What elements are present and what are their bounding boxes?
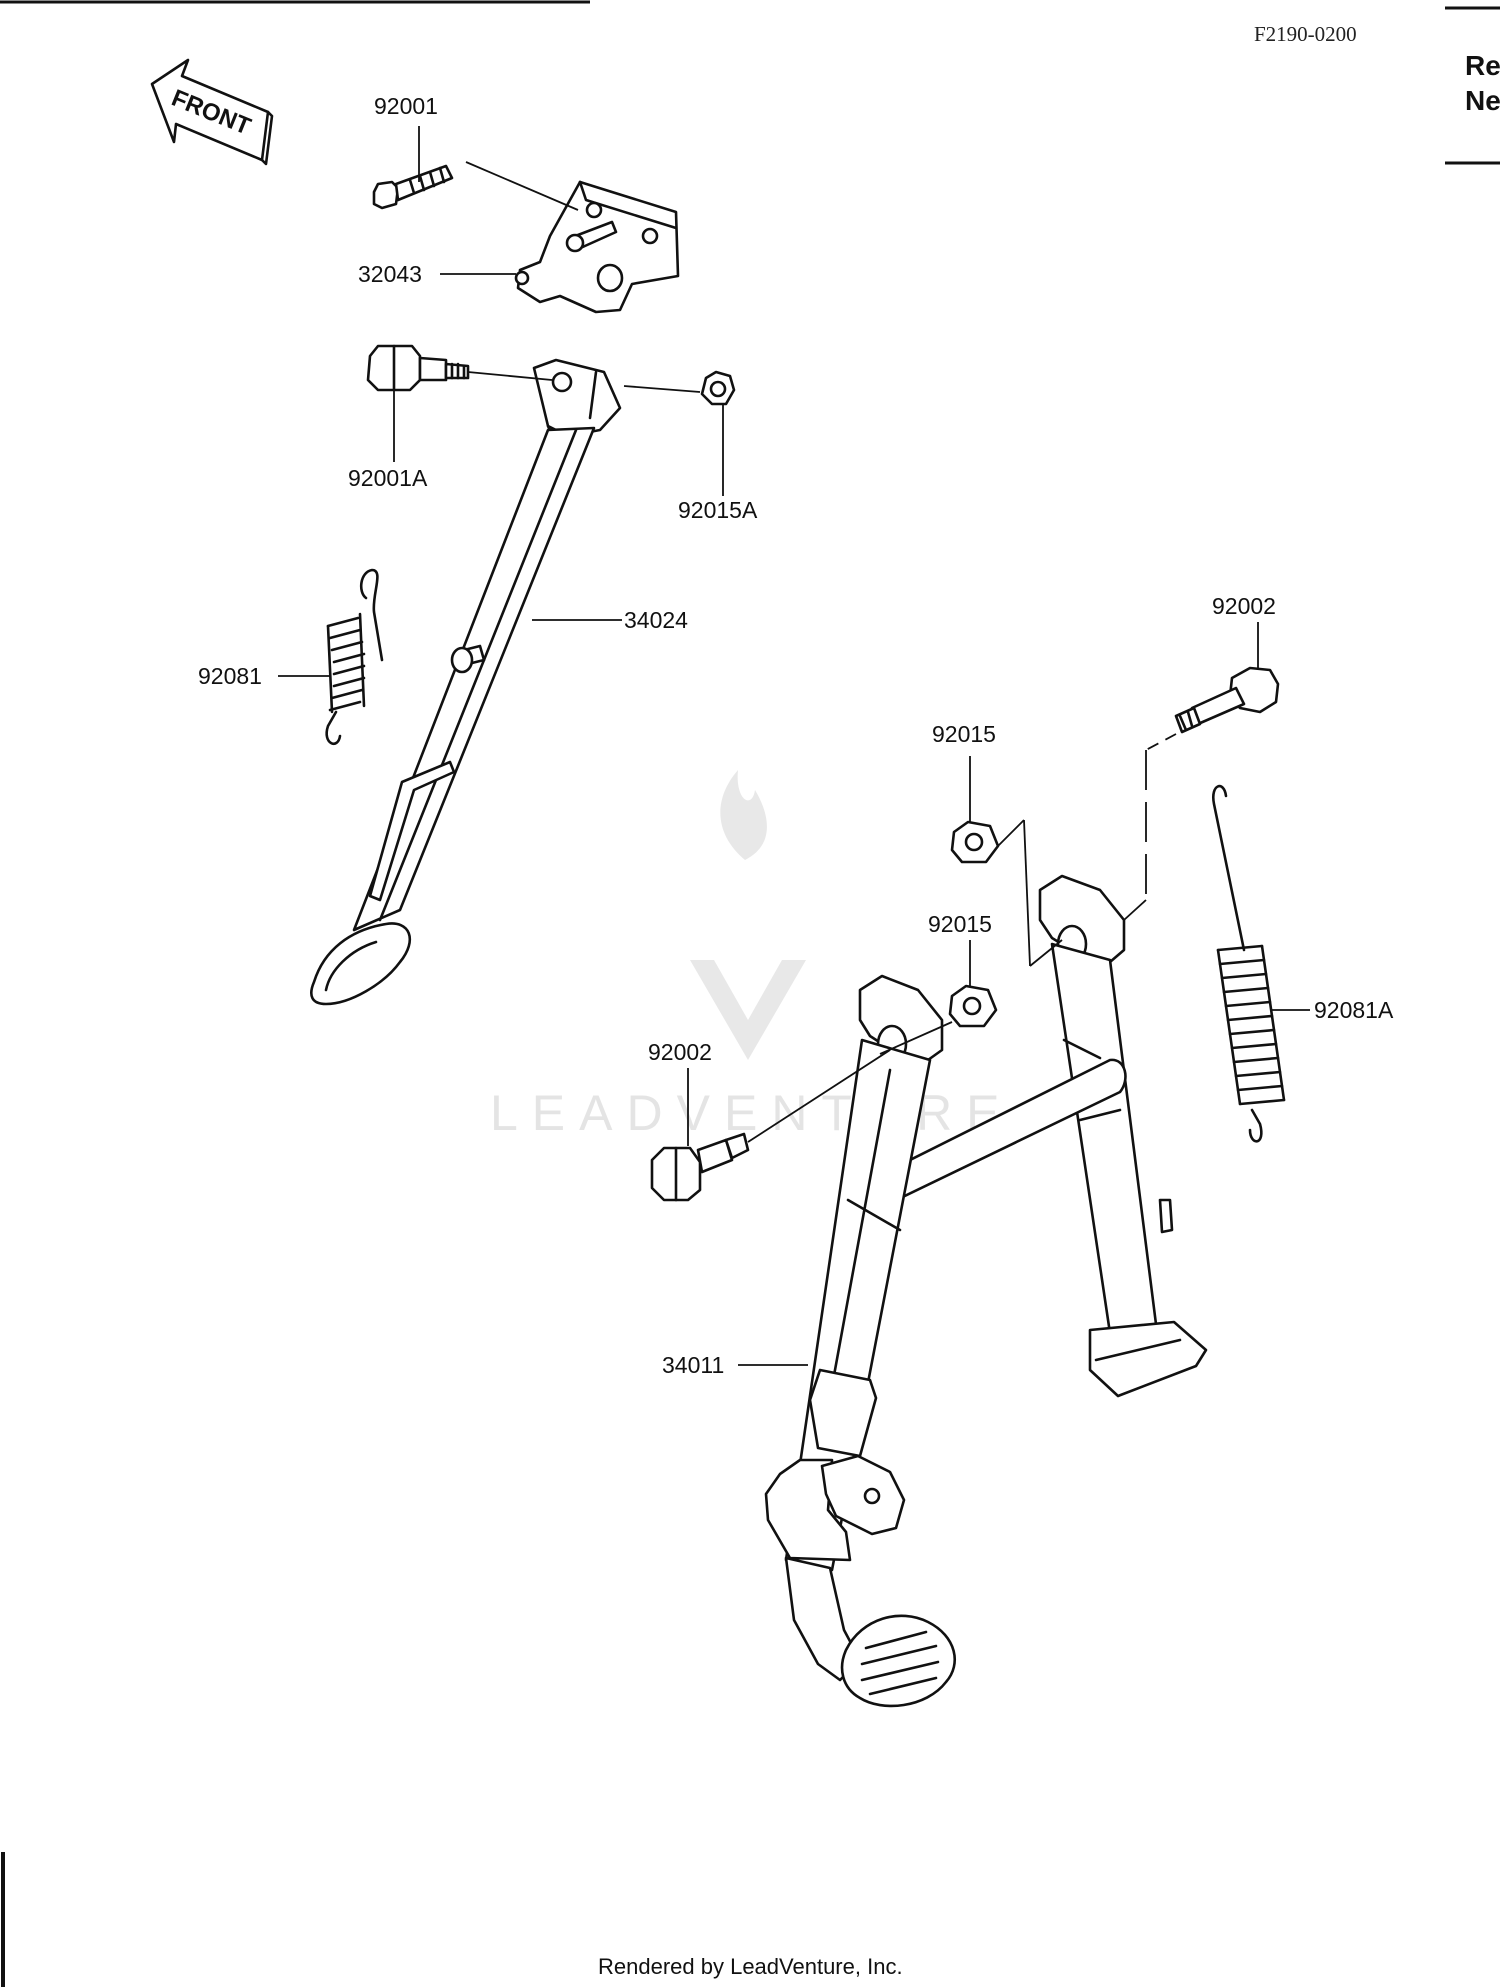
center-stand-34011 bbox=[764, 874, 1208, 1708]
part-label-2: 32043 bbox=[358, 261, 422, 287]
reference-code: F2190-0200 bbox=[1254, 22, 1357, 46]
part-label-12: 34011 bbox=[662, 1352, 724, 1378]
leader-lines bbox=[278, 126, 1310, 1366]
part-label-10: 92081A bbox=[1314, 997, 1394, 1023]
pivot-bolt-92001A bbox=[366, 344, 470, 392]
part-label-7: 92002 bbox=[1212, 593, 1276, 619]
watermark-text: LEADVENTURE bbox=[490, 1085, 1014, 1141]
bracket-32043 bbox=[514, 180, 680, 314]
part-label-1: 92001 bbox=[374, 93, 438, 119]
bolt-92002-lower bbox=[650, 1132, 750, 1202]
edge-text-1: Re bbox=[1465, 50, 1500, 81]
bolt-92002-upper bbox=[1174, 666, 1280, 734]
part-label-9: 92015 bbox=[928, 911, 992, 937]
spring-92081 bbox=[325, 568, 384, 745]
leadventure-watermark: LEADVENTURE bbox=[490, 770, 1014, 1141]
part-label-11: 92002 bbox=[648, 1039, 712, 1065]
bolt-92001 bbox=[372, 164, 454, 210]
edge-text-2: Ne bbox=[1465, 85, 1500, 116]
part-label-8: 92015 bbox=[932, 721, 996, 747]
nut-92015-lower bbox=[948, 984, 998, 1028]
part-label-3: 92001A bbox=[348, 465, 428, 491]
part-label-5: 34024 bbox=[624, 607, 688, 633]
part-label-6: 92081 bbox=[198, 663, 262, 689]
spring-92081A bbox=[1211, 784, 1286, 1143]
side-stand-34024 bbox=[310, 358, 622, 1006]
footer-credit: Rendered by LeadVenture, Inc. bbox=[598, 1954, 903, 1979]
nut-92015A bbox=[700, 370, 736, 406]
part-label-4: 92015A bbox=[678, 497, 758, 523]
front-arrow-icon: FRONT bbox=[150, 58, 274, 166]
nut-92015-upper bbox=[950, 820, 1000, 864]
